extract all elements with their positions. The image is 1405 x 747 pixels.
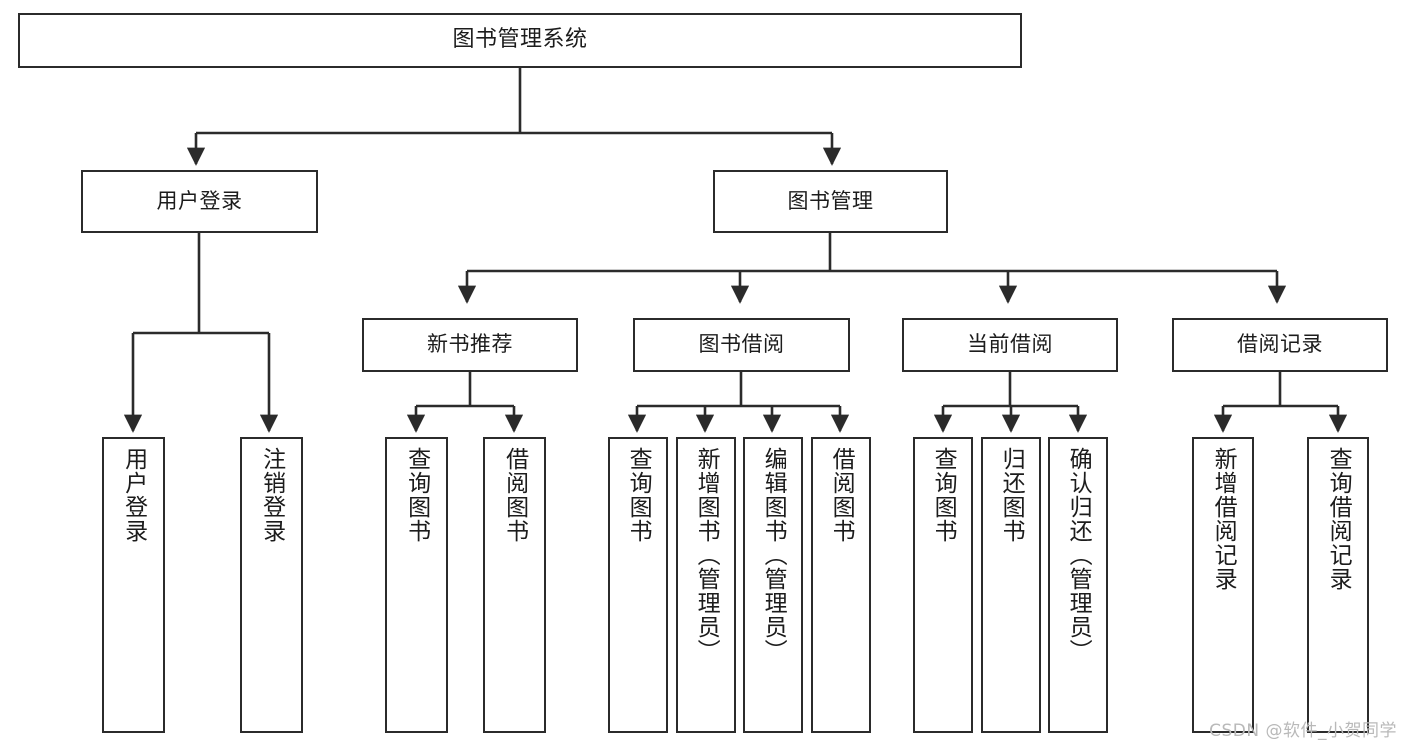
leaf-return-book[interactable]: 归还图书: [981, 437, 1041, 733]
node-label: 编辑图书（管理员）: [760, 447, 787, 663]
node-label: 图书管理系统: [452, 27, 588, 53]
node-label: 归还图书: [998, 447, 1025, 543]
node-label: 借阅记录: [1237, 332, 1323, 357]
node-root-system[interactable]: 图书管理系统: [18, 13, 1022, 68]
leaf-query-book-current[interactable]: 查询图书: [913, 437, 973, 733]
node-label: 图书管理: [787, 188, 874, 213]
node-label: 确认归还（管理员）: [1065, 447, 1092, 663]
leaf-add-book[interactable]: 新增图书（管理员）: [676, 437, 736, 733]
node-current-borrow[interactable]: 当前借阅: [902, 318, 1118, 372]
node-label: 图书借阅: [698, 332, 785, 357]
node-user-login[interactable]: 用户登录: [81, 170, 318, 233]
node-label: 借阅图书: [828, 447, 855, 543]
node-label: 查询图书: [625, 447, 652, 543]
node-label: 当前借阅: [967, 332, 1053, 357]
leaf-query-book-borrow[interactable]: 查询图书: [608, 437, 668, 733]
node-label: 借阅图书: [501, 447, 528, 543]
leaf-borrow-book[interactable]: 借阅图书: [811, 437, 871, 733]
node-book-borrow[interactable]: 图书借阅: [633, 318, 850, 372]
node-book-manage[interactable]: 图书管理: [713, 170, 948, 233]
leaf-add-borrow-record[interactable]: 新增借阅记录: [1192, 437, 1254, 733]
node-borrow-record[interactable]: 借阅记录: [1172, 318, 1388, 372]
leaf-logout[interactable]: 注销登录: [240, 437, 303, 733]
csdn-watermark: CSDN @软件_小贺同学: [1209, 721, 1397, 741]
node-label: 用户登录: [156, 188, 243, 213]
leaf-confirm-return[interactable]: 确认归还（管理员）: [1048, 437, 1108, 733]
leaf-user-login[interactable]: 用户登录: [102, 437, 165, 733]
node-label: 注销登录: [258, 447, 285, 543]
node-new-book-recommend[interactable]: 新书推荐: [362, 318, 578, 372]
node-label: 新书推荐: [427, 332, 513, 357]
leaf-borrow-book-recommend[interactable]: 借阅图书: [483, 437, 546, 733]
leaf-query-book-recommend[interactable]: 查询图书: [385, 437, 448, 733]
leaf-edit-book[interactable]: 编辑图书（管理员）: [743, 437, 803, 733]
node-label: 查询借阅记录: [1325, 447, 1352, 591]
node-label: 新增借阅记录: [1210, 447, 1237, 591]
node-label: 查询图书: [930, 447, 957, 543]
leaf-query-borrow-record[interactable]: 查询借阅记录: [1307, 437, 1369, 733]
node-label: 查询图书: [403, 447, 430, 543]
node-label: 用户登录: [120, 447, 147, 543]
node-label: 新增图书（管理员）: [693, 447, 720, 663]
